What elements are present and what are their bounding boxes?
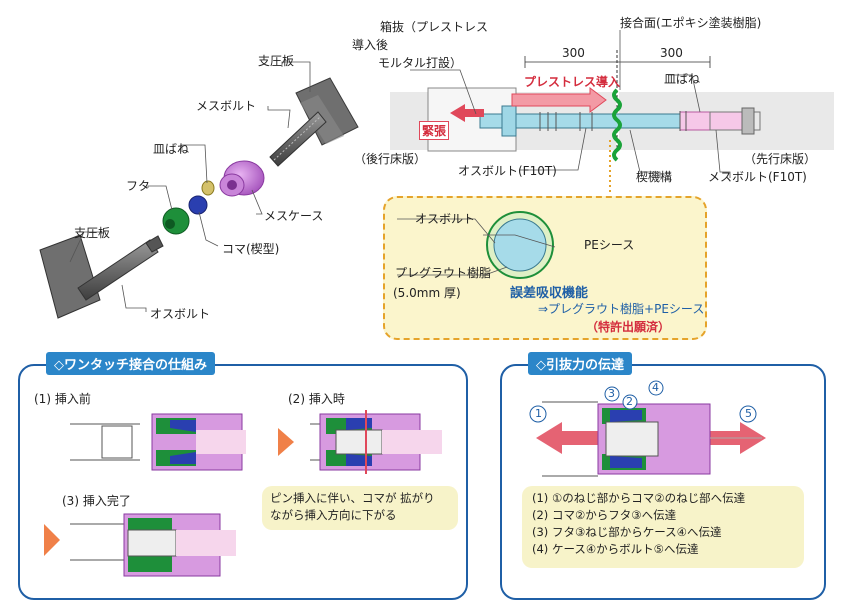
onetouch-panel [18, 364, 468, 600]
onetouch-note-line2: ながら挿入方向に下がる [270, 508, 397, 522]
onetouch-diagram [44, 410, 442, 577]
label-disc-spring-exploded: 皿ばね [153, 142, 190, 156]
label-absorb-title: 誤差吸収機能 [510, 286, 589, 301]
pullout-step-2: (2) コマ②からフタ③へ伝達 [532, 508, 677, 522]
prestress-arrow [511, 87, 607, 113]
pullout-diagram [529, 380, 766, 477]
pull-arrow-left [536, 422, 622, 454]
label-female-bolt-exploded: メスボルト [196, 99, 257, 113]
label-cap-exploded: フタ [126, 179, 151, 193]
label-tension: 緊張 [419, 121, 450, 140]
joint-resin [612, 88, 622, 162]
circle-2-label: 2 [626, 395, 633, 408]
label-step1: (1) 挿入前 [34, 392, 91, 406]
label-plate-bottom: 支圧板 [74, 226, 111, 240]
label-patent: （特許出願済） [586, 320, 671, 334]
label-box-out-1: 箱抜（プレストレス [380, 20, 489, 34]
section-view [390, 30, 834, 195]
label-plate-top: 支圧板 [258, 54, 295, 68]
circle-1-label: 1 [535, 407, 542, 420]
label-wedge-mech: 楔機構 [636, 170, 673, 184]
disc-spring-part [201, 180, 215, 196]
circle-4 [648, 380, 664, 396]
step2-diagram [278, 410, 442, 474]
label-callout-grout: プレグラウト樹脂 [395, 266, 492, 280]
label-box-out-3: モルタル打設） [378, 56, 463, 70]
tension-arrow [450, 104, 484, 122]
step3-diagram [44, 513, 236, 577]
onetouch-note: ピン挿入に伴い、コマが 拡がり ながら挿入方向に下がる [262, 486, 458, 530]
label-joint: 接合面(エポキシ塗装樹脂) [620, 16, 762, 30]
label-box-out-2: 導入後 [352, 38, 389, 52]
label-dim-left: 300 [562, 46, 585, 60]
label-male-bolt-section: オスボルト(F10T) [458, 164, 557, 178]
cap-part [162, 207, 190, 235]
label-disc-spring-section: 皿ばね [664, 72, 701, 86]
label-absorb-desc: ⇒プレグラウト樹脂+PEシース [538, 302, 705, 316]
label-female-case-exploded: メスケース [264, 209, 324, 223]
male-bolt-assembly [39, 234, 164, 319]
pullout-steps: (1) ①のねじ部からコマ②のねじ部へ伝達 (2) コマ②からフタ③へ伝達 (3… [522, 486, 804, 568]
pullout-step-1: (1) ①のねじ部からコマ②のねじ部へ伝達 [532, 491, 746, 505]
label-female-bolt-section: メスボルト(F10T) [708, 170, 807, 184]
onetouch-title: ◇ワンタッチ接合の仕組み [46, 352, 215, 375]
onetouch-note-line1: ピン挿入に伴い、コマが 拡がり [270, 491, 435, 505]
pullout-step-4: (4) ケース④からボルト⑤へ伝達 [532, 542, 699, 556]
circle-3-label: 3 [608, 387, 615, 400]
label-callout-pe: PEシース [584, 238, 635, 252]
circle-5-label: 5 [745, 407, 752, 420]
label-dim-right: 300 [660, 46, 683, 60]
wedge-part [188, 195, 208, 215]
label-rear-slab: （後行床版） [354, 152, 427, 166]
label-front-slab: （先行床版） [744, 152, 817, 166]
circle-3 [604, 386, 620, 402]
exploded-view [39, 61, 359, 319]
pullout-step-3: (3) フタ③ねじ部からケース④へ伝達 [532, 525, 722, 539]
label-callout-male-bolt: オスボルト [415, 212, 476, 226]
label-prestress: プレストレス導入 [524, 75, 621, 89]
pullout-title: ◇引抜力の伝達 [528, 352, 632, 375]
circle-5 [739, 405, 757, 423]
label-male-bolt-exploded: オスボルト [150, 307, 211, 321]
label-callout-thickness: (5.0mm 厚) [393, 286, 461, 300]
circle-4-label: 4 [652, 381, 659, 394]
female-bolt-assembly [269, 77, 359, 167]
step1-diagram [70, 413, 246, 471]
circle-1 [529, 405, 547, 423]
circle-2 [622, 394, 638, 410]
label-wedge-exploded: コマ(楔型) [222, 242, 280, 256]
bolt-cross-section [486, 211, 554, 279]
label-step3: (3) 挿入完了 [62, 494, 131, 508]
label-step2: (2) 挿入時 [288, 392, 345, 406]
female-case-part [219, 160, 265, 197]
